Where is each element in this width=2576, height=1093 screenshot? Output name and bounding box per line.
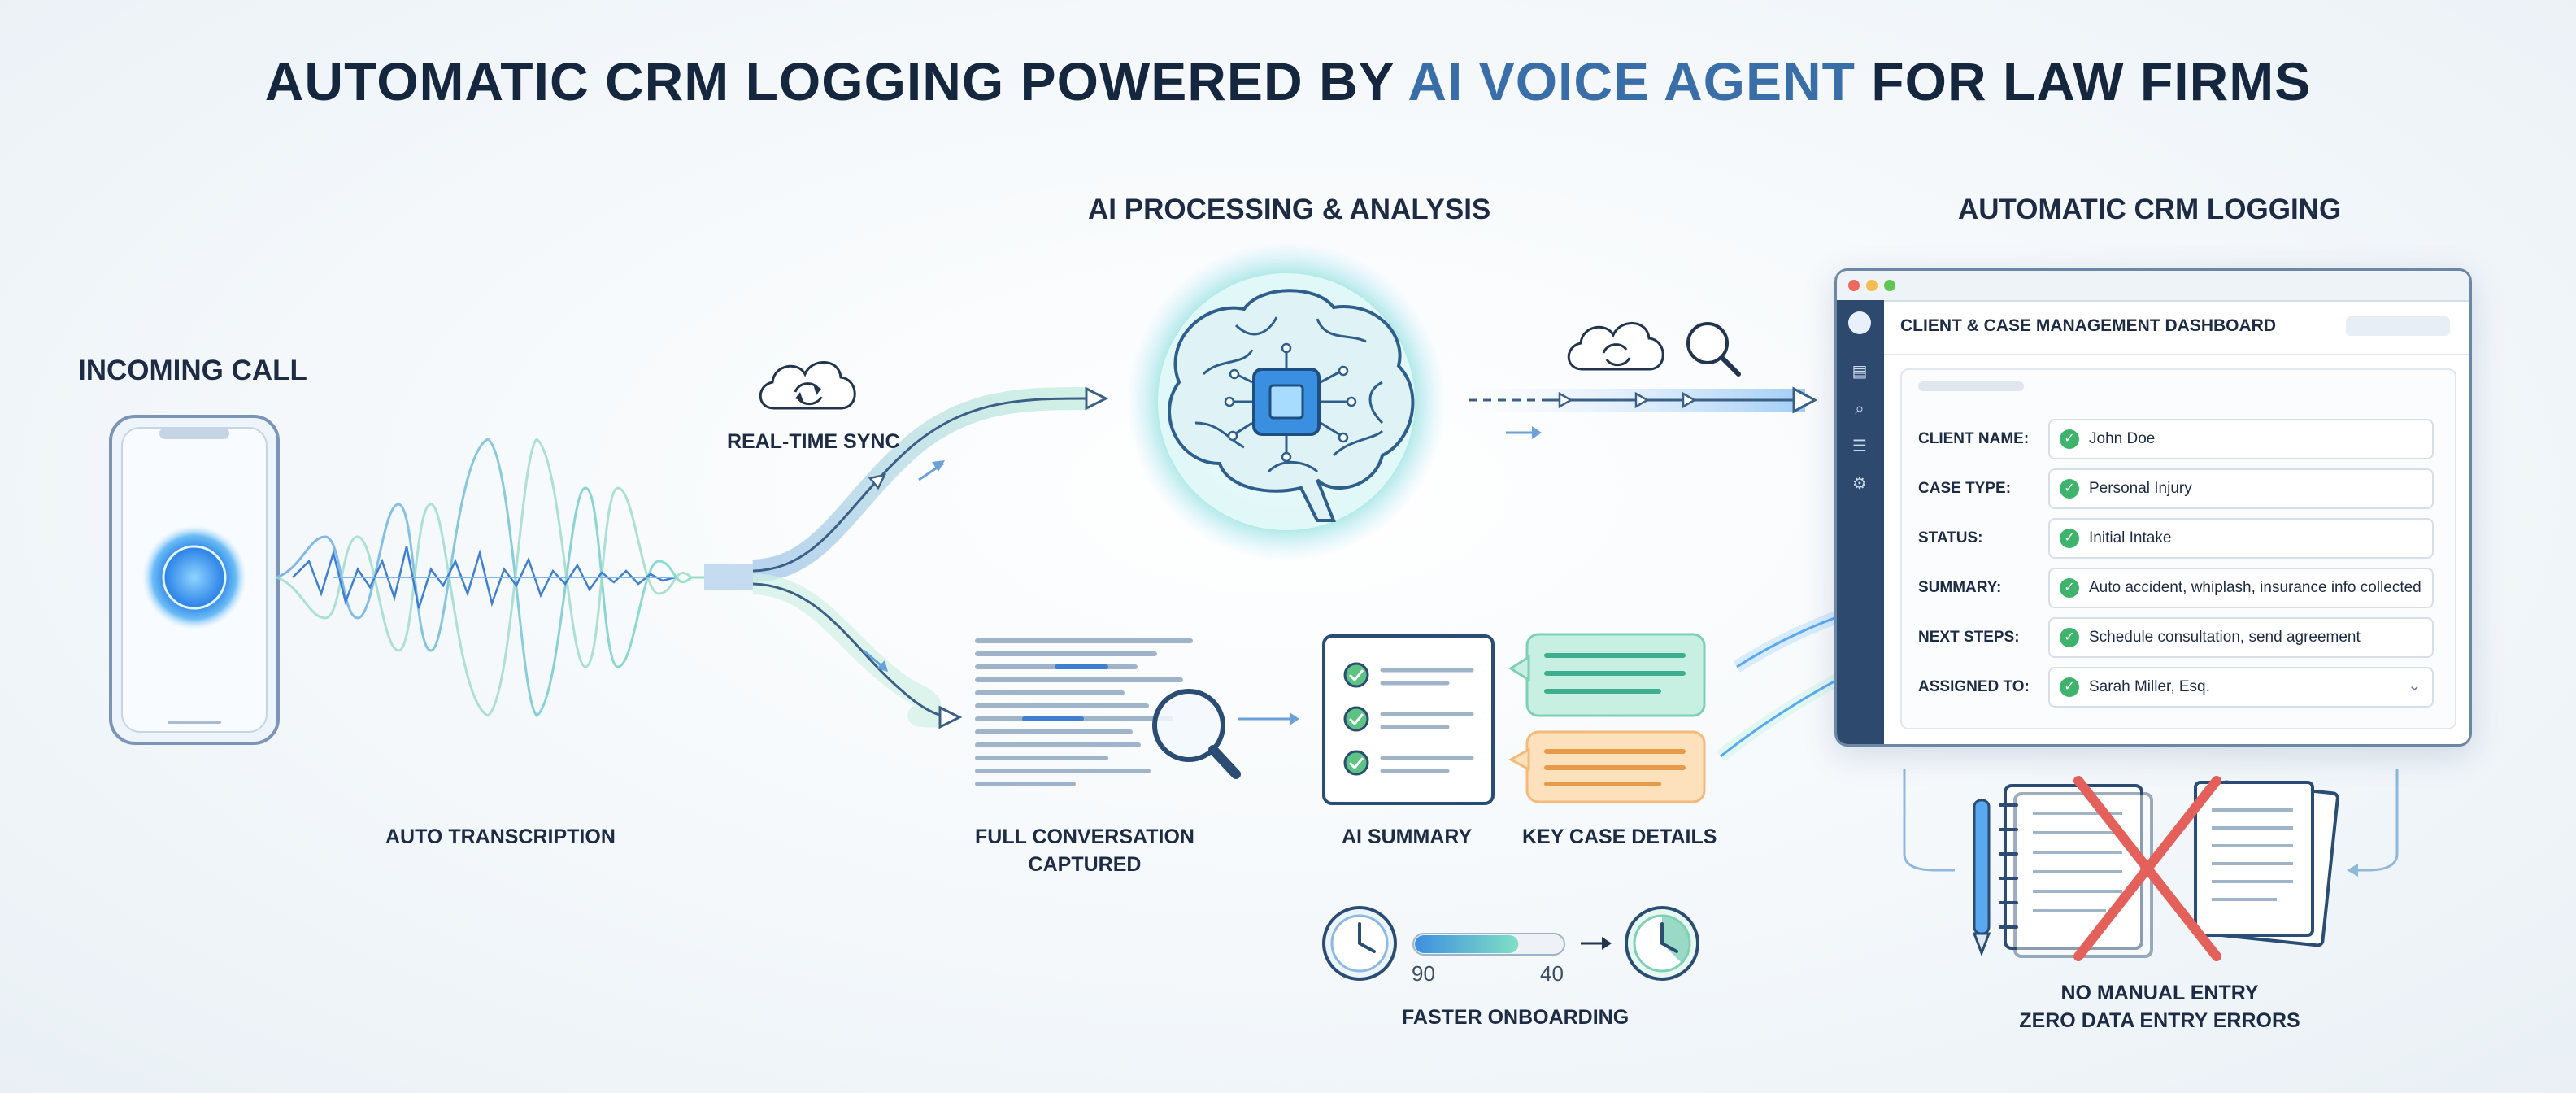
arrow-icon: [1581, 937, 1612, 950]
form-row-status: STATUS: ✓ Initial Intake: [1902, 518, 2455, 559]
check-icon: ✓: [2060, 529, 2079, 548]
dashboard-icon[interactable]: ▤: [1852, 363, 1868, 381]
crm-dashboard-window: ▤ ⌕ ☰ ⚙ CLIENT & CASE MANAGEMENT DASHBOA…: [1834, 268, 2472, 747]
crm-header: CLIENT & CASE MANAGEMENT DASHBOARD: [1884, 300, 2469, 355]
card-header-bar: [1918, 381, 2024, 391]
paper-stack-icon: [2194, 780, 2339, 947]
chevron-down-icon[interactable]: ⌄: [2408, 677, 2422, 695]
check-icon: ✓: [2060, 628, 2079, 647]
key-case-details-label: KEY CASE DETAILS: [1522, 825, 1717, 848]
crm-logging-title: AUTOMATIC CRM LOGGING: [1958, 194, 2342, 225]
field-label: NEXT STEPS:: [1918, 629, 2020, 646]
onboarding-after-value: 40: [1540, 961, 1564, 986]
search-sidebar-icon[interactable]: ⌕: [1855, 400, 1865, 418]
status-field[interactable]: ✓ Initial Intake: [2048, 518, 2434, 559]
arrow-to-crm: [1464, 386, 1818, 439]
onboarding-progress-bar: [1412, 933, 1565, 956]
field-value: Schedule consultation, send agreement: [2089, 629, 2361, 646]
ai-brain-icon: [1127, 242, 1446, 561]
pen-icon: [1972, 799, 1991, 957]
clock-icon-before: [1322, 906, 1397, 981]
check-icon: ✓: [2060, 429, 2079, 449]
field-value: Sarah Miller, Esq.: [2089, 678, 2210, 695]
title-suffix: FOR LAW FIRMS: [1871, 51, 2312, 111]
form-row-case-type: CASE TYPE: ✓ Personal Injury: [1902, 468, 2455, 509]
field-label: ASSIGNED TO:: [1918, 678, 2030, 695]
cloud-sync-icon-right: [1567, 322, 1664, 371]
auto-transcription-label: AUTO TRANSCRIPTION: [385, 825, 616, 848]
transcript-document-icon: [975, 638, 1299, 786]
key-case-details-icon: [1508, 633, 1706, 803]
audio-waveform: [276, 438, 707, 717]
no-manual-entry-label: NO MANUAL ENTRY ZERO DATA ENTRY ERRORS: [2013, 979, 2306, 1034]
check-icon: ✓: [2060, 578, 2079, 598]
crm-sidebar: ▤ ⌕ ☰ ⚙: [1837, 300, 1884, 744]
check-icon: ✓: [2060, 677, 2079, 697]
onboarding-before-value: 90: [1412, 961, 1435, 986]
clock-icon-after: [1625, 906, 1699, 981]
assigned-to-select[interactable]: ✓ Sarah Miller, Esq. ⌄: [2048, 667, 2434, 708]
search-icon: [1686, 322, 1741, 377]
phone-icon: [109, 415, 280, 745]
field-value: Auto accident, whiplash, insurance info …: [2089, 579, 2422, 596]
field-label: CASE TYPE:: [1918, 480, 2012, 497]
summary-field[interactable]: ✓ Auto accident, whiplash, insurance inf…: [2048, 568, 2434, 608]
full-conversation-line1: FULL CONVERSATION: [975, 825, 1194, 848]
faster-onboarding-label: FASTER ONBOARDING: [1402, 1006, 1630, 1029]
ai-processing-title: AI PROCESSING & ANALYSIS: [1088, 194, 1491, 225]
real-time-sync-label: REAL-TIME SYNC: [727, 430, 900, 453]
form-row-assigned-to: ASSIGNED TO: ✓ Sarah Miller, Esq. ⌄: [1902, 667, 2455, 708]
ai-summary-checklist-icon: [1322, 634, 1495, 805]
client-name-field[interactable]: ✓ John Doe: [2048, 419, 2434, 459]
gear-icon[interactable]: ⚙: [1852, 475, 1867, 493]
no-manual-entry-line2: ZERO DATA ENTRY ERRORS: [2019, 1009, 2300, 1032]
notebook-icon: [1999, 784, 2153, 958]
case-type-field[interactable]: ✓ Personal Injury: [2048, 468, 2434, 509]
next-steps-field[interactable]: ✓ Schedule consultation, send agreement: [2048, 617, 2434, 658]
check-icon: ✓: [2060, 479, 2079, 499]
list-icon[interactable]: ☰: [1852, 438, 1867, 455]
ai-summary-label: AI SUMMARY: [1342, 825, 1473, 848]
case-form-card: CLIENT NAME: ✓ John Doe CASE TYPE: ✓ Per…: [1900, 368, 2456, 729]
side-return-arrows: [1903, 769, 2399, 877]
window-titlebar: [1837, 271, 2469, 302]
form-row-client-name: CLIENT NAME: ✓ John Doe: [1902, 419, 2455, 459]
page-title: AUTOMATIC CRM LOGGING POWERED BY AI VOIC…: [0, 50, 2576, 112]
full-conversation-label: FULL CONVERSATION CAPTURED: [963, 823, 1207, 878]
field-value: Initial Intake: [2089, 529, 2172, 546]
maximize-window-dot[interactable]: [1884, 280, 1895, 291]
field-value: John Doe: [2089, 430, 2156, 447]
dashboard-title: CLIENT & CASE MANAGEMENT DASHBOARD: [1900, 316, 2276, 335]
field-label: CLIENT NAME:: [1918, 430, 2030, 447]
cross-icon: [2073, 776, 2221, 961]
form-row-summary: SUMMARY: ✓ Auto accident, whiplash, insu…: [1902, 568, 2455, 608]
header-search-input[interactable]: [2346, 316, 2450, 336]
field-value: Personal Injury: [2089, 480, 2192, 497]
form-row-next-steps: NEXT STEPS: ✓ Schedule consultation, sen…: [1902, 617, 2455, 658]
close-window-dot[interactable]: [1848, 280, 1860, 291]
title-highlight: AI VOICE AGENT: [1408, 51, 1856, 111]
no-manual-entry-line1: NO MANUAL ENTRY: [2060, 982, 2259, 1004]
full-conversation-line2: CAPTURED: [1028, 853, 1142, 876]
minimize-window-dot[interactable]: [1866, 280, 1878, 291]
field-label: SUMMARY:: [1918, 579, 2002, 596]
cloud-sync-icon: [759, 361, 856, 410]
incoming-call-title: INCOMING CALL: [78, 355, 307, 386]
app-logo-icon: [1848, 311, 1871, 334]
title-prefix: AUTOMATIC CRM LOGGING POWERED BY: [264, 51, 1395, 111]
flow-branches: [704, 386, 1109, 729]
field-label: STATUS:: [1918, 529, 1983, 546]
